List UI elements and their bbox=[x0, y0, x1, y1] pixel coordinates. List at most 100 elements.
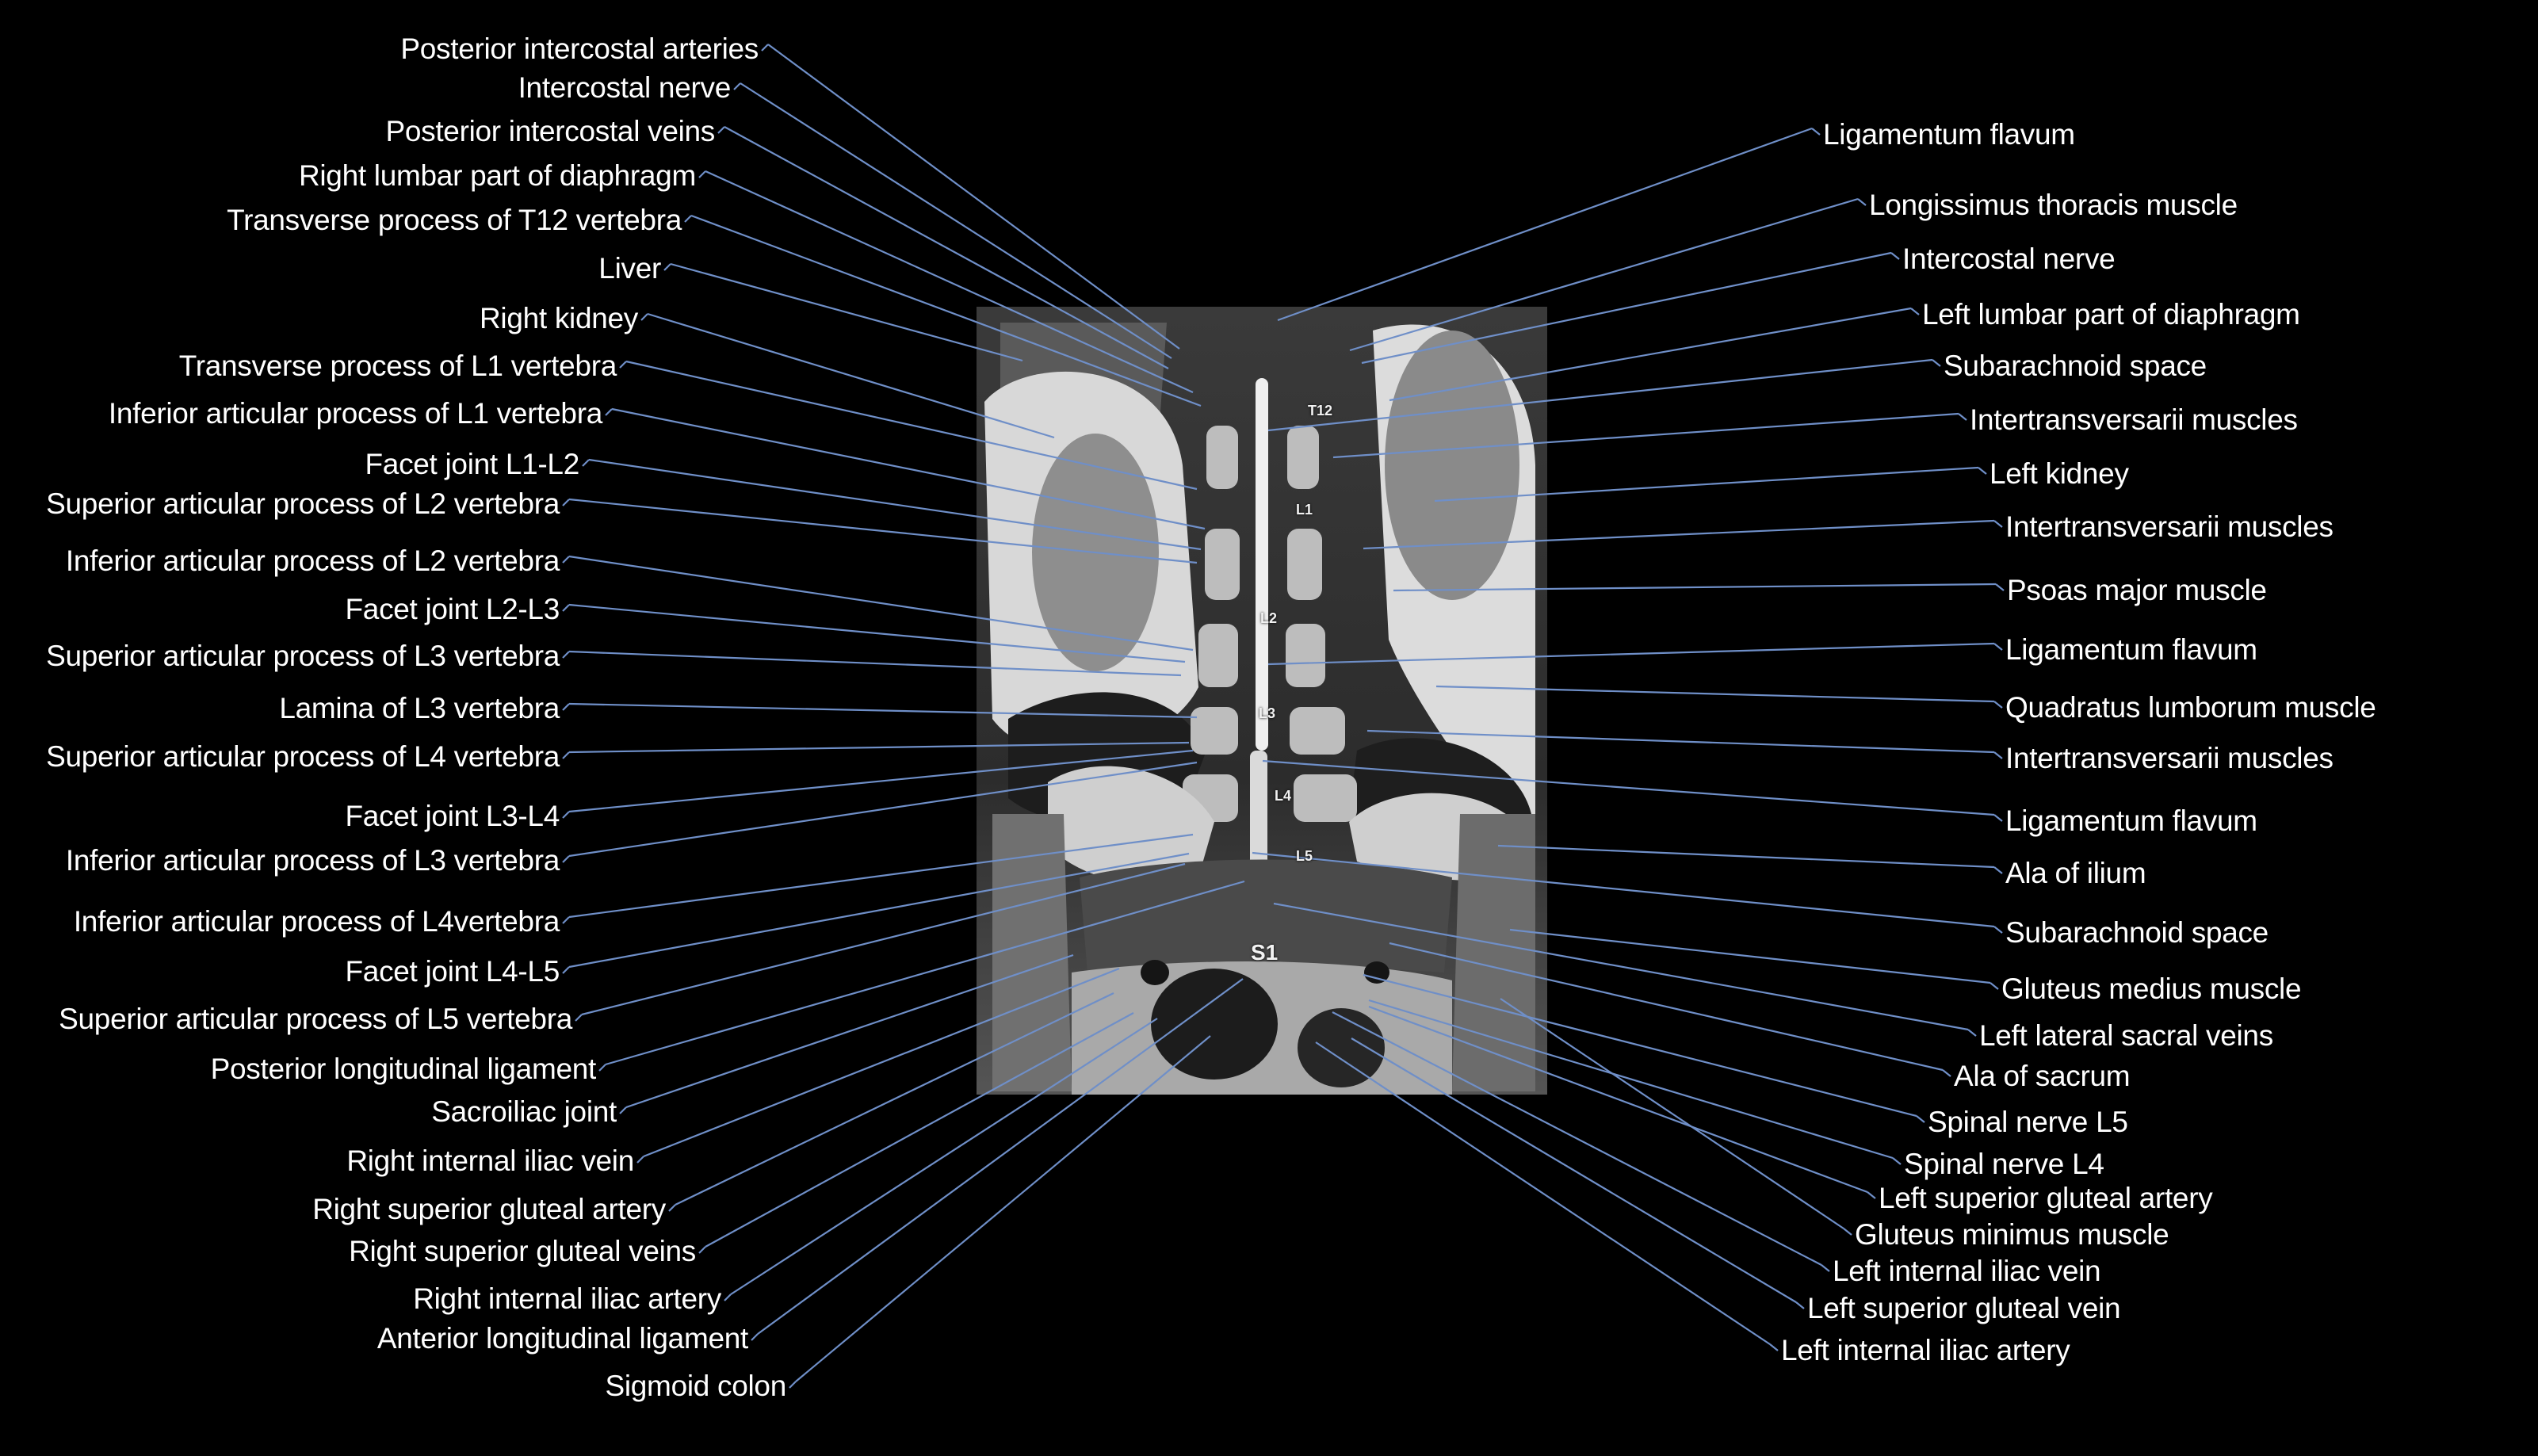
leader-line bbox=[663, 263, 671, 271]
label-gluteus-minimus-muscle: Gluteus minimus muscle bbox=[1855, 1218, 2169, 1251]
leader-line bbox=[619, 361, 627, 369]
label-sacroiliac-joint: Sacroiliac joint bbox=[431, 1095, 617, 1128]
leader-line bbox=[1857, 198, 1867, 206]
label-right-kidney: Right kidney bbox=[479, 302, 638, 334]
label-liver: Liver bbox=[598, 252, 661, 285]
leader-line bbox=[1843, 1228, 1852, 1236]
leader-line bbox=[562, 966, 570, 974]
label-superior-articular-process-of-l5-vertebra: Superior articular process of L5 vertebr… bbox=[59, 1003, 572, 1035]
leader-line bbox=[562, 703, 570, 711]
label-intertransversarii-muscles: Intertransversarii muscles bbox=[2005, 742, 2334, 774]
leader-line bbox=[562, 811, 570, 819]
label-facet-joint-l4-l5: Facet joint L4-L5 bbox=[345, 955, 560, 988]
label-right-internal-iliac-vein: Right internal iliac vein bbox=[346, 1145, 634, 1177]
leader-line bbox=[575, 1014, 583, 1022]
leader-line bbox=[619, 1106, 627, 1114]
label-posterior-intercostal-veins: Posterior intercostal veins bbox=[385, 115, 715, 147]
label-longissimus-thoracis-muscle: Longissimus thoracis muscle bbox=[1869, 189, 2238, 221]
vertebra-label-l5: L5 bbox=[1296, 848, 1313, 864]
leader-line bbox=[562, 916, 570, 924]
label-left-internal-iliac-artery: Left internal iliac artery bbox=[1781, 1334, 2070, 1366]
leader-line bbox=[698, 170, 706, 178]
leader-line bbox=[789, 1381, 797, 1389]
label-facet-joint-l3-l4: Facet joint L3-L4 bbox=[345, 800, 560, 832]
leader-line bbox=[1958, 413, 1967, 421]
mri-image-graphic bbox=[977, 307, 1547, 1095]
leader-line bbox=[582, 459, 590, 467]
label-facet-joint-l2-l3: Facet joint L2-L3 bbox=[345, 593, 560, 625]
vertebra-label-l3: L3 bbox=[1259, 705, 1276, 721]
label-inferior-articular-process-of-l1-vertebra: Inferior articular process of L1 vertebr… bbox=[108, 397, 602, 430]
leader-line bbox=[1993, 643, 2003, 651]
leader-line bbox=[1769, 1343, 1779, 1351]
leader-line bbox=[1993, 701, 2003, 709]
label-intertransversarii-muscles: Intertransversarii muscles bbox=[1970, 403, 2298, 436]
label-anterior-longitudinal-ligament: Anterior longitudinal ligament bbox=[376, 1322, 748, 1355]
leader-line bbox=[1892, 1157, 1902, 1165]
label-intercostal-nerve: Intercostal nerve bbox=[518, 71, 732, 104]
leader-line bbox=[598, 1064, 606, 1072]
label-spinal-nerve-l5: Spinal nerve L5 bbox=[1928, 1106, 2128, 1138]
leader-line bbox=[767, 44, 1180, 350]
label-right-internal-iliac-artery: Right internal iliac artery bbox=[413, 1282, 721, 1315]
label-quadratus-lumborum-muscle: Quadratus lumborum muscle bbox=[2005, 691, 2376, 724]
label-posterior-intercostal-arteries: Posterior intercostal arteries bbox=[400, 32, 759, 65]
label-left-kidney: Left kidney bbox=[1990, 457, 2129, 490]
label-inferior-articular-process-of-l2-vertebra: Inferior articular process of L2 vertebr… bbox=[65, 545, 560, 577]
label-subarachnoid-space: Subarachnoid space bbox=[2005, 916, 2269, 949]
leader-line bbox=[1500, 998, 1844, 1229]
label-sigmoid-colon: Sigmoid colon bbox=[605, 1370, 786, 1402]
leader-line bbox=[636, 1156, 644, 1164]
leader-line bbox=[684, 215, 692, 223]
vertebra-label-l2: L2 bbox=[1260, 610, 1278, 626]
leader-line bbox=[1890, 252, 1900, 260]
leader-line bbox=[1993, 866, 2003, 874]
vertebra-label-s1: S1 bbox=[1251, 940, 1279, 965]
label-superior-articular-process-of-l4-vertebra: Superior articular process of L4 vertebr… bbox=[46, 740, 560, 773]
label-right-superior-gluteal-veins: Right superior gluteal veins bbox=[349, 1235, 696, 1267]
label-left-internal-iliac-vein: Left internal iliac vein bbox=[1833, 1255, 2101, 1287]
leader-line bbox=[1867, 1191, 1876, 1199]
leader-line bbox=[562, 651, 570, 659]
leader-line bbox=[761, 44, 769, 52]
label-ala-of-ilium: Ala of ilium bbox=[2005, 857, 2146, 889]
mri-coronal-image bbox=[977, 307, 1547, 1095]
label-facet-joint-l1-l2: Facet joint L1-L2 bbox=[365, 448, 579, 480]
label-ala-of-sacrum: Ala of sacrum bbox=[1954, 1060, 2131, 1092]
label-psoas-major-muscle: Psoas major muscle bbox=[2007, 574, 2267, 606]
leader-line bbox=[1978, 467, 1987, 475]
leader-line bbox=[562, 855, 570, 863]
label-subarachnoid-space: Subarachnoid space bbox=[1944, 350, 2207, 382]
leader-line bbox=[1509, 928, 1991, 984]
leader-line bbox=[1942, 1069, 1951, 1077]
leader-line bbox=[751, 1333, 759, 1341]
label-transverse-process-of-l1-vertebra: Transverse process of L1 vertebra bbox=[178, 350, 617, 382]
label-transverse-process-of-t12-vertebra: Transverse process of T12 vertebra bbox=[227, 204, 682, 236]
leader-line bbox=[562, 556, 570, 564]
label-ligamentum-flavum: Ligamentum flavum bbox=[2005, 804, 2257, 837]
leader-line bbox=[698, 1246, 706, 1254]
label-left-lumbar-part-of-diaphragm: Left lumbar part of diaphragm bbox=[1922, 298, 2300, 331]
leader-line bbox=[1811, 128, 1821, 136]
label-left-superior-gluteal-vein: Left superior gluteal vein bbox=[1807, 1292, 2121, 1324]
leader-line bbox=[562, 499, 570, 506]
label-right-superior-gluteal-artery: Right superior gluteal artery bbox=[312, 1193, 666, 1225]
label-gluteus-medius-muscle: Gluteus medius muscle bbox=[2001, 973, 2302, 1005]
label-inferior-articular-process-of-l4vertebra: Inferior articular process of L4vertebra bbox=[73, 905, 560, 938]
leader-line bbox=[1993, 926, 2003, 934]
label-superior-articular-process-of-l3-vertebra: Superior articular process of L3 vertebr… bbox=[46, 640, 560, 672]
leader-line bbox=[1821, 1264, 1830, 1272]
label-left-superior-gluteal-artery: Left superior gluteal artery bbox=[1879, 1182, 2213, 1214]
leader-line bbox=[605, 408, 613, 416]
label-posterior-longitudinal-ligament: Posterior longitudinal ligament bbox=[210, 1053, 597, 1085]
leader-line bbox=[670, 262, 1023, 362]
leader-line bbox=[1990, 982, 1999, 990]
label-ligamentum-flavum: Ligamentum flavum bbox=[1823, 118, 2075, 151]
label-right-lumbar-part-of-diaphragm: Right lumbar part of diaphragm bbox=[298, 159, 696, 192]
vertebra-label-t12: T12 bbox=[1308, 403, 1333, 418]
label-spinal-nerve-l4: Spinal nerve L4 bbox=[1904, 1148, 2104, 1180]
leader-line bbox=[724, 1294, 732, 1301]
leader-line bbox=[668, 1204, 676, 1212]
leader-line bbox=[562, 604, 570, 612]
